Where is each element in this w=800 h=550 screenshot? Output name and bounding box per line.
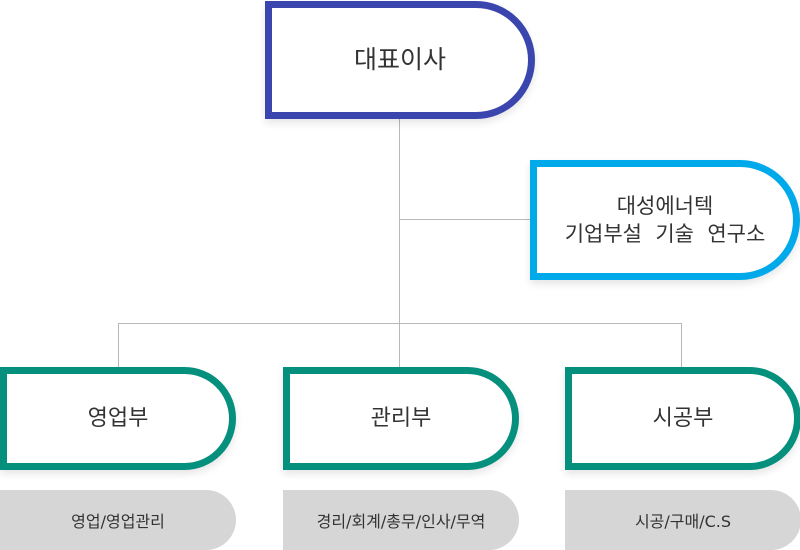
ceo-label: 대표이사: [353, 45, 446, 75]
admin-department-node: 관리부: [283, 367, 519, 470]
connector-sales-drop: [118, 323, 119, 368]
sales-duties-text: 영업/영업관리: [71, 512, 165, 531]
connector-const-drop: [681, 323, 682, 368]
construction-department-node: 시공부: [565, 367, 800, 470]
sales-department-node: 영업부: [0, 367, 236, 470]
connector-lab-branch: [399, 219, 531, 220]
admin-department-label: 관리부: [370, 405, 432, 431]
admin-duties-pill: 경리/회계/총무/인사/무역: [283, 490, 519, 550]
construction-duties-text: 시공/구매/C.S: [634, 512, 732, 531]
construction-duties-pill: 시공/구매/C.S: [565, 490, 800, 550]
sales-duties-pill: 영업/영업관리: [0, 490, 236, 550]
connector-trunk: [399, 118, 400, 368]
sales-department-label: 영업부: [87, 405, 149, 431]
admin-duties-text: 경리/회계/총무/인사/무역: [316, 512, 486, 531]
connector-department-bar: [118, 323, 682, 324]
ceo-node: 대표이사: [265, 1, 535, 119]
research-lab-node: 대성에너텍 기업부설 기술 연구소: [530, 160, 800, 280]
research-lab-label-line1: 대성에너텍: [616, 193, 714, 218]
research-lab-label-line2: 기업부설 기술 연구소: [564, 222, 766, 246]
construction-department-label: 시공부: [652, 405, 714, 431]
